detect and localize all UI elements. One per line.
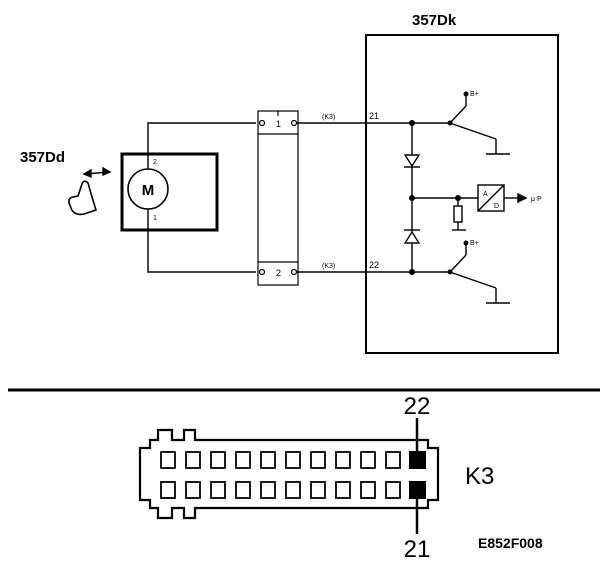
adc-d-label: D <box>494 203 499 210</box>
resistor <box>453 205 463 223</box>
wire-upper-connector: (K3) <box>322 114 335 121</box>
diode-lower <box>403 229 421 244</box>
connector-housing <box>138 428 440 520</box>
diode-upper <box>403 154 421 168</box>
adc-a-label: A <box>483 191 488 198</box>
ecu-box <box>365 34 559 354</box>
harness-wires <box>297 122 366 273</box>
plug-connector <box>257 110 299 286</box>
connector-pin-21-label: 21 <box>404 536 431 563</box>
figure-code: E852F008 <box>478 535 543 551</box>
ecu-pin-21: 21 <box>369 111 379 121</box>
motor-label: M <box>142 182 155 199</box>
motor-pin-bottom: 1 <box>153 215 157 222</box>
ecu-internal-circuit <box>366 94 510 304</box>
connector-pin-22-label: 22 <box>404 393 431 420</box>
ecu-label: 357Dk <box>412 12 457 29</box>
microprocessor-label: μ P <box>531 196 542 203</box>
supply-lower-label: B+ <box>470 240 479 247</box>
plug-pin-lower: 2 <box>276 268 281 278</box>
motor-wires <box>147 122 256 273</box>
connector-pins <box>160 451 401 499</box>
connector-pin-22 <box>409 451 426 469</box>
wire-lower-connector: (K3) <box>322 263 335 270</box>
connector-label: K3 <box>465 463 494 490</box>
adjust-direction-arrow <box>82 166 112 179</box>
supply-upper-label: B+ <box>470 91 479 98</box>
seat-motor-box <box>120 152 219 232</box>
adc-converter <box>477 184 528 212</box>
junction-dots <box>409 91 469 275</box>
seat-motor-label: 357Dd <box>20 149 65 166</box>
ecu-pin-22: 22 <box>369 260 379 270</box>
connector-pin-21 <box>409 481 426 499</box>
seat-icon <box>68 180 97 216</box>
plug-pin-upper: 1 <box>276 119 281 129</box>
motor-pin-top: 2 <box>153 159 157 166</box>
